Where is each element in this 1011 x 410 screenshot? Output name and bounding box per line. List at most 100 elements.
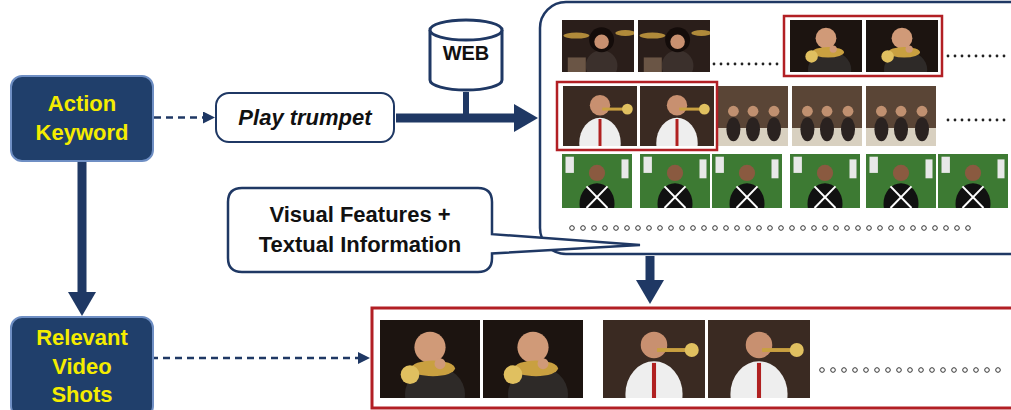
step-box: Relevant Video Shots	[10, 316, 154, 410]
ellipsis-dot	[1003, 55, 1006, 58]
video-frame	[790, 20, 862, 72]
ellipsis-dot	[625, 226, 630, 231]
ellipsis-dot	[966, 226, 971, 231]
ellipsis-dot	[974, 368, 979, 373]
ellipsis-dot	[941, 368, 946, 373]
ellipsis-dot	[930, 368, 935, 373]
node-label: Relevant Video Shots	[20, 324, 144, 410]
ellipsis-dot	[834, 226, 839, 231]
video-frame	[562, 154, 632, 208]
video-frame	[792, 86, 862, 146]
keyword-box: Play trumpet	[215, 92, 395, 143]
ellipsis-dot	[996, 55, 999, 58]
ellipsis-dot	[647, 226, 652, 231]
ellipsis-dot	[982, 55, 985, 58]
ellipsis-dot	[996, 119, 999, 122]
ellipsis-dot	[768, 226, 773, 231]
ellipsis-dot	[996, 368, 1001, 373]
ellipsis-dot	[823, 226, 828, 231]
node-label: Visual Features + Textual Information	[240, 200, 480, 259]
ellipsis-dot	[989, 119, 992, 122]
ellipsis-dot	[592, 226, 597, 231]
video-frame	[866, 154, 936, 208]
ellipsis-dot	[961, 55, 964, 58]
ellipsis-dot	[954, 55, 957, 58]
ellipsis-dot	[658, 226, 663, 231]
ellipsis-dot	[944, 226, 949, 231]
ellipsis-dot	[779, 226, 784, 231]
ellipsis-dot	[702, 226, 707, 231]
ellipsis-dot	[908, 368, 913, 373]
step-box: Action Keyword	[10, 75, 154, 162]
ellipsis-dot	[727, 63, 730, 66]
ellipsis-dot	[762, 63, 765, 66]
ellipsis-dot	[961, 119, 964, 122]
ellipsis-dot	[952, 368, 957, 373]
ellipsis-dot	[636, 226, 641, 231]
ellipsis-dot	[769, 63, 772, 66]
query-arrow	[396, 114, 514, 123]
filter-arrow	[646, 256, 655, 280]
video-frame	[562, 20, 634, 72]
callout-bubble: Visual Features + Textual Information	[228, 188, 492, 272]
ellipsis-dot	[1003, 119, 1006, 122]
ellipsis-dot	[968, 55, 971, 58]
highlight-frame	[557, 82, 717, 150]
ellipsis-dot	[975, 119, 978, 122]
ellipsis-dot	[720, 63, 723, 66]
ellipsis-dot	[746, 226, 751, 231]
video-frame	[638, 20, 710, 72]
web-results-panel	[540, 2, 1011, 254]
video-frame	[790, 154, 860, 208]
video-frame	[938, 154, 1008, 208]
ellipsis-dot	[911, 226, 916, 231]
video-frame	[712, 154, 782, 208]
ellipsis-dot	[691, 226, 696, 231]
ellipsis-dot	[947, 55, 950, 58]
ellipsis-dot	[954, 119, 957, 122]
ellipsis-dot	[975, 55, 978, 58]
database-cylinder: WEB	[428, 18, 504, 92]
callout-outline	[228, 188, 492, 272]
ellipsis-dot	[900, 226, 905, 231]
ellipsis-dot	[713, 63, 716, 66]
ellipsis-dot	[867, 226, 872, 231]
ellipsis-dot	[680, 226, 685, 231]
ellipsis-dot	[875, 368, 880, 373]
node-label: Play trumpet	[238, 105, 371, 131]
ellipsis-dot	[963, 368, 968, 373]
video-frame	[640, 86, 714, 146]
ellipsis-dot	[853, 368, 858, 373]
video-frame	[718, 86, 788, 146]
ellipsis-dot	[603, 226, 608, 231]
ellipsis-dot	[748, 63, 751, 66]
ellipsis-dot	[845, 226, 850, 231]
node-label: WEB	[443, 42, 490, 65]
video-frame	[603, 320, 705, 398]
result-frame	[372, 308, 1011, 408]
ellipsis-dot	[735, 226, 740, 231]
ellipsis-dot	[812, 226, 817, 231]
ellipsis-dot	[989, 55, 992, 58]
ellipsis-dot	[985, 368, 990, 373]
ellipsis-dot	[919, 368, 924, 373]
ellipsis-dot	[801, 226, 806, 231]
ellipsis-dot	[878, 226, 883, 231]
ellipsis-dot	[669, 226, 674, 231]
ellipsis-dot	[820, 368, 825, 373]
video-frame	[708, 320, 810, 398]
ellipsis-dot	[581, 226, 586, 231]
video-frame	[483, 320, 583, 398]
ellipsis-dot	[864, 368, 869, 373]
video-frame	[866, 86, 936, 146]
flow-arrow	[154, 116, 203, 119]
video-frame	[640, 154, 710, 208]
ellipsis-dot	[570, 226, 575, 231]
flow-arrow	[78, 162, 87, 292]
ellipsis-dot	[947, 119, 950, 122]
ellipsis-dot	[897, 368, 902, 373]
ellipsis-dot	[614, 226, 619, 231]
ellipsis-dot	[741, 63, 744, 66]
ellipsis-dot	[757, 226, 762, 231]
video-frame	[866, 20, 938, 72]
